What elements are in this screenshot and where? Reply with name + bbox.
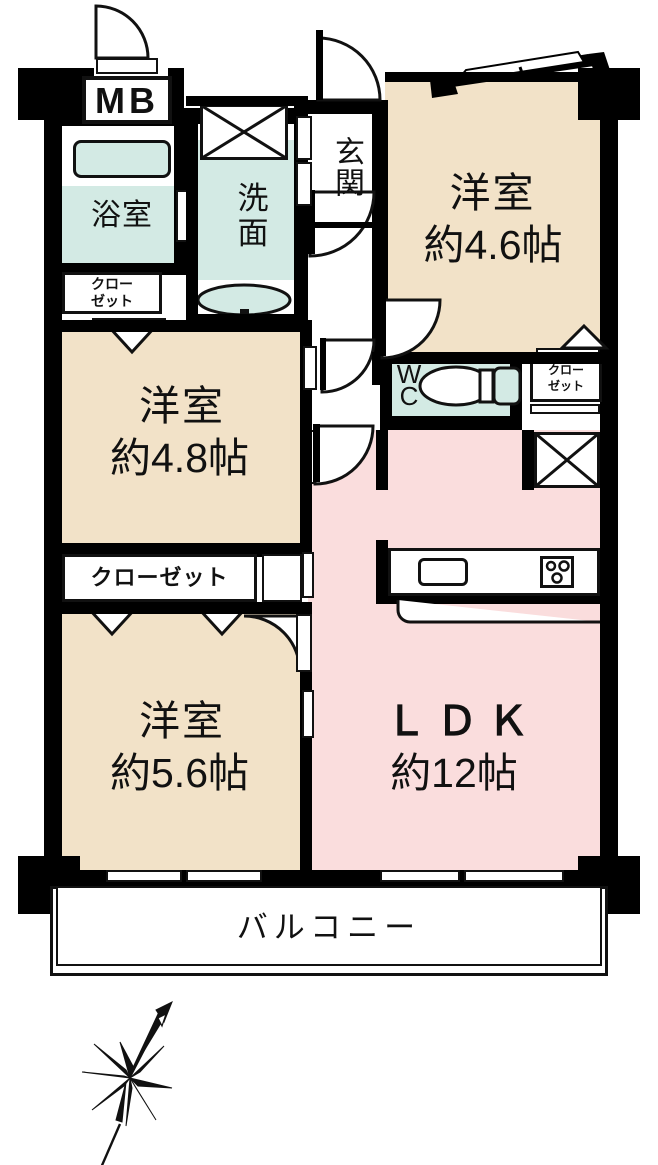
- wc-door-swing-icon: [320, 338, 376, 394]
- balcony-label: バルコニー: [236, 910, 422, 945]
- closet-upper-left-label-1: クロー: [91, 276, 133, 292]
- washitsu-48-size: 約4.8帖: [110, 435, 249, 481]
- washroom-label-line1: 洗: [237, 181, 269, 216]
- wall-ldk-partition-stub: [376, 430, 388, 490]
- closet-center-door-right[interactable]: [262, 554, 302, 602]
- closet-upper-left: [62, 272, 162, 314]
- ldk-size: 約12帖: [390, 750, 518, 796]
- window-ldk-right: [464, 870, 564, 882]
- window-56-right: [186, 870, 262, 882]
- outer-wall-left: [44, 110, 62, 870]
- washroom-label-line2: 面: [237, 216, 269, 251]
- bathroom-label: 浴室: [91, 199, 153, 232]
- room-fill-washitsu-48: [62, 330, 302, 545]
- washitsu-56-name: 洋室: [139, 698, 225, 744]
- closet-right-rail-bottom: [530, 404, 600, 414]
- stove-burners-icon: [545, 560, 570, 584]
- wall-48-bottom: [44, 543, 312, 557]
- closet-center-wide: [62, 554, 257, 602]
- balcony-outline-inner: [56, 886, 602, 966]
- wall-wc-left: [380, 352, 392, 430]
- window-56-left: [106, 870, 182, 882]
- closet-right-label-1: クロー: [547, 363, 584, 377]
- outer-wall-top-entry: [308, 100, 386, 114]
- washitsu-46-name: 洋室: [449, 170, 536, 216]
- room-fill-washroom: [198, 140, 306, 280]
- entrance-label: 玄関: [330, 136, 363, 198]
- wc-label-line2: C: [399, 381, 419, 411]
- closet-right-label-2: ゼット: [547, 379, 584, 393]
- closet-upper-left-label-2: ゼット: [91, 293, 133, 309]
- wall-top-right-window-base: [385, 72, 600, 82]
- room-fill-bathroom: [62, 185, 182, 263]
- wall-entrance-step: [308, 222, 380, 228]
- wall-storage-left: [522, 430, 534, 490]
- bathtub-icon: [73, 140, 171, 178]
- ldk-panel-left-1: [302, 552, 314, 598]
- north-arrow-icon: [81, 1000, 173, 1165]
- wc-door-leaf: [320, 338, 326, 390]
- room-fill-washitsu-56: [62, 612, 302, 884]
- wall-46-bottom: [372, 352, 602, 364]
- mb-door-swing-icon: [94, 4, 150, 60]
- outer-wall-top-mb-right: [168, 68, 184, 126]
- kitchen-counter-front-edge: [388, 596, 600, 604]
- front-door-swing-icon: [316, 36, 382, 102]
- kitchen-counter-rounded-front: [396, 600, 600, 624]
- toilet-icon: [418, 365, 522, 407]
- door-48-leaf: [313, 424, 320, 482]
- washitsu-46-size: 約4.6帖: [423, 222, 563, 268]
- wall-washroom-top: [186, 96, 308, 106]
- storage-cross-icon: [535, 432, 599, 488]
- door-46-leaf: [379, 298, 386, 356]
- wall-ldk-left-upper: [300, 430, 312, 552]
- door-56-swing-icon: [243, 614, 302, 673]
- window-ldk-left: [380, 870, 460, 882]
- ldk-panel-left-2: [302, 690, 314, 738]
- door-46-swing-icon: [380, 298, 442, 360]
- door-48-to-hall-swing-icon: [313, 424, 375, 486]
- wall-washroom-left: [186, 124, 198, 326]
- washitsu-48-name: 洋室: [139, 383, 225, 429]
- ldk-name: ＬＤＫ: [385, 698, 539, 744]
- washitsu-56-size: 約5.6帖: [110, 750, 249, 796]
- closet-48-door-right-2[interactable]: [303, 346, 317, 390]
- slanted-window-washitsu-46: [430, 50, 610, 98]
- kitchen-sink-icon: [418, 558, 468, 586]
- mb-label: MB: [95, 80, 159, 121]
- wall-kitchen-left: [376, 540, 388, 604]
- closet-center-wide-label: クローゼット: [90, 565, 229, 590]
- shoe-box-left-2: [296, 162, 312, 206]
- washing-machine-cross-icon: [201, 104, 287, 160]
- front-door-leaf: [316, 30, 323, 100]
- outer-wall-right: [600, 110, 618, 870]
- mb-meter-box: [82, 76, 172, 124]
- wall-wc-bottom: [380, 416, 522, 430]
- door-56-leaf[interactable]: [296, 614, 312, 672]
- wall-48-top: [44, 320, 312, 332]
- wc-label-line1: W: [396, 359, 422, 389]
- closet-right-open-arrow-icon: [558, 323, 610, 350]
- wall-56-top: [44, 602, 312, 614]
- shoe-box-left: [296, 116, 312, 160]
